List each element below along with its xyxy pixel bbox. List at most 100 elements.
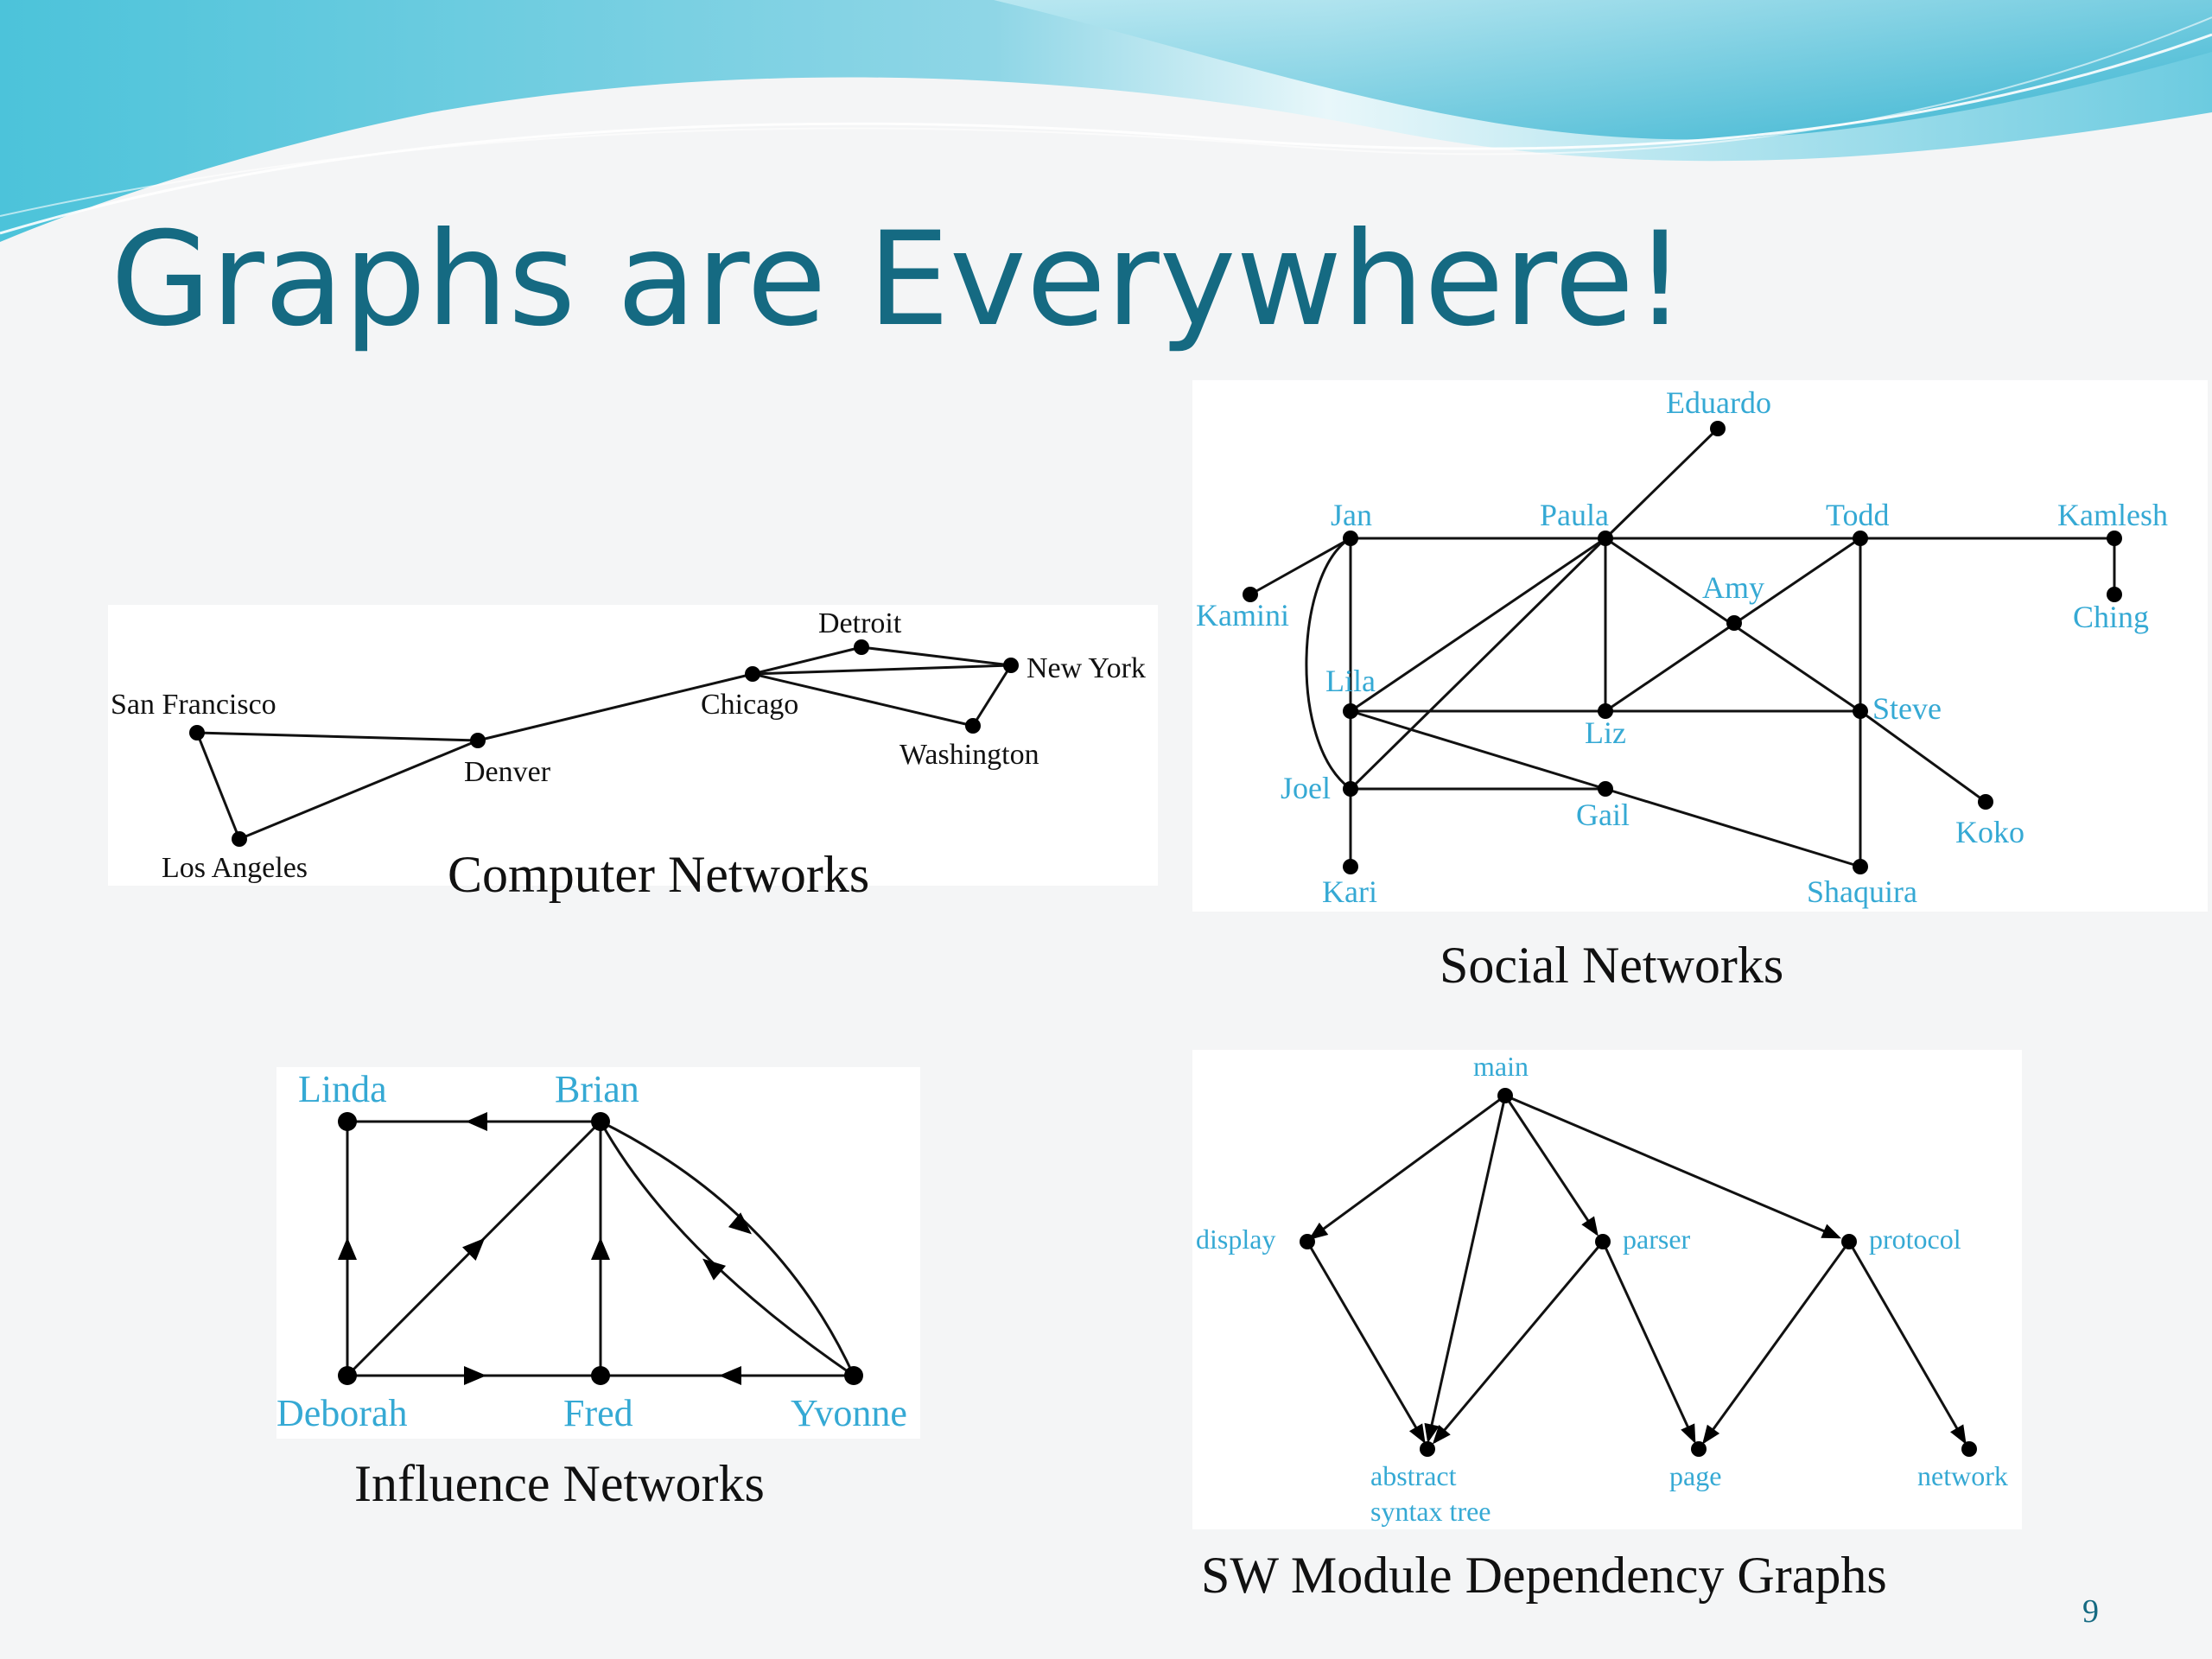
node-jan bbox=[1343, 531, 1358, 546]
edge-parser-page bbox=[1601, 1241, 1696, 1444]
arrowhead-deborah-brian bbox=[462, 1237, 486, 1261]
computer-networks-panel bbox=[108, 605, 1158, 886]
edge-main-parser bbox=[1503, 1095, 1599, 1236]
node-amy bbox=[1726, 615, 1742, 631]
edge-sf-la bbox=[195, 732, 241, 840]
node-paula bbox=[1598, 531, 1613, 546]
node-ching bbox=[2107, 587, 2122, 602]
label-los-angeles: Los Angeles bbox=[162, 852, 308, 884]
social-network-nodes bbox=[1243, 421, 2122, 874]
label-eduardo: Eduardo bbox=[1666, 385, 1771, 420]
edge-la-denver bbox=[238, 739, 479, 841]
sw-dependency-diagram: main display parser protocol abstract sy… bbox=[1192, 1050, 2022, 1604]
node-koko bbox=[1978, 794, 1993, 810]
node-network bbox=[1961, 1441, 1977, 1457]
edge-denver-chicago bbox=[477, 672, 753, 742]
edge-brian-yvonne bbox=[600, 1120, 855, 1376]
node-page bbox=[1691, 1441, 1707, 1457]
arrowhead-fred-brian bbox=[591, 1237, 610, 1260]
slide-title: Graphs are Everywhere! bbox=[111, 205, 1686, 355]
node-shaquira bbox=[1853, 859, 1868, 874]
edge-main-protocol bbox=[1504, 1094, 1842, 1239]
edge-yvonne-brian bbox=[599, 1121, 855, 1377]
label-chicago: Chicago bbox=[701, 689, 798, 721]
node-abstract-syntax-tree bbox=[1420, 1441, 1435, 1457]
caption-social-networks: Social Networks bbox=[1440, 937, 1783, 994]
label-shaquira: Shaquira bbox=[1807, 874, 1917, 909]
node-brian bbox=[591, 1112, 610, 1131]
label-gail: Gail bbox=[1576, 798, 1630, 832]
label-brian: Brian bbox=[555, 1068, 639, 1110]
node-joel bbox=[1343, 781, 1358, 797]
sw-dependency-nodes bbox=[1300, 1088, 1977, 1457]
label-ching: Ching bbox=[2073, 600, 2149, 634]
label-kari: Kari bbox=[1322, 874, 1377, 909]
label-liz: Liz bbox=[1585, 715, 1626, 750]
edge-lila-gail bbox=[1350, 709, 1606, 791]
edge-chicago-detroit bbox=[752, 645, 862, 676]
label-abstract: abstract bbox=[1370, 1460, 1457, 1491]
edge-gail-shaquira bbox=[1605, 787, 1861, 868]
node-fred bbox=[591, 1366, 610, 1385]
label-kamlesh: Kamlesh bbox=[2057, 498, 2168, 532]
arrowhead-deborah-fred bbox=[464, 1366, 486, 1385]
caption-sw-module-dependency: SW Module Dependency Graphs bbox=[1201, 1547, 1887, 1604]
edge-paula-lila bbox=[1350, 537, 1606, 713]
node-denver bbox=[470, 733, 486, 748]
label-joel: Joel bbox=[1281, 771, 1331, 805]
label-san-francisco: San Francisco bbox=[111, 689, 276, 721]
edge-paula-joel bbox=[1349, 537, 1607, 791]
node-main bbox=[1497, 1088, 1513, 1103]
label-deborah: Deborah bbox=[276, 1392, 408, 1434]
label-fred: Fred bbox=[563, 1392, 633, 1434]
node-kari bbox=[1343, 859, 1358, 874]
edge-jan-kamini bbox=[1249, 537, 1351, 596]
label-koko: Koko bbox=[1955, 815, 2024, 849]
node-new-york bbox=[1003, 658, 1019, 673]
label-protocol: protocol bbox=[1869, 1224, 1961, 1255]
node-lila bbox=[1343, 703, 1358, 719]
computer-network-edges bbox=[195, 645, 1013, 841]
edge-detroit-newyork bbox=[861, 645, 1012, 667]
label-amy: Amy bbox=[1702, 570, 1764, 605]
label-syntax-tree: syntax tree bbox=[1370, 1496, 1491, 1527]
node-kamini bbox=[1243, 587, 1258, 602]
edge-steve-koko bbox=[1859, 709, 1986, 804]
influence-networks-diagram: Linda Brian Deborah Fred Yvonne Influenc… bbox=[276, 1067, 920, 1512]
node-eduardo bbox=[1710, 421, 1726, 436]
label-kamini: Kamini bbox=[1196, 598, 1289, 632]
node-los-angeles bbox=[232, 831, 247, 847]
label-display: display bbox=[1196, 1224, 1275, 1255]
sw-dependency-panel bbox=[1192, 1050, 2022, 1529]
edge-protocol-page bbox=[1702, 1241, 1851, 1445]
label-main: main bbox=[1473, 1051, 1529, 1082]
page-number: 9 bbox=[2082, 1593, 2099, 1630]
node-gail bbox=[1598, 781, 1613, 797]
arrowhead-deborah-linda bbox=[338, 1237, 357, 1260]
arrowhead-brian-linda bbox=[466, 1112, 487, 1131]
node-steve bbox=[1853, 703, 1868, 719]
label-lila: Lila bbox=[1325, 664, 1376, 698]
edge-jan-joel-curve bbox=[1305, 537, 1351, 791]
edge-sf-denver bbox=[196, 731, 479, 742]
edge-protocol-network bbox=[1847, 1241, 1967, 1445]
edge-paula-eduardo bbox=[1604, 427, 1719, 540]
edge-chicago-washington bbox=[752, 672, 974, 728]
social-networks-diagram: Eduardo Jan Paula Todd Kamlesh Kamini Am… bbox=[1192, 380, 2208, 994]
label-linda: Linda bbox=[298, 1068, 387, 1110]
node-san-francisco bbox=[189, 725, 205, 741]
node-liz bbox=[1598, 703, 1613, 719]
influence-network-nodes bbox=[338, 1112, 863, 1385]
computer-networks-diagram: San Francisco Los Angeles Denver Chicago… bbox=[108, 605, 1158, 903]
label-todd: Todd bbox=[1826, 498, 1889, 532]
node-washington bbox=[965, 718, 981, 734]
caption-influence-networks: Influence Networks bbox=[354, 1455, 765, 1512]
label-steve: Steve bbox=[1872, 691, 1942, 726]
header-banner bbox=[0, 0, 2212, 242]
edge-main-display bbox=[1308, 1094, 1506, 1240]
node-yvonne bbox=[844, 1366, 863, 1385]
node-chicago bbox=[745, 666, 760, 682]
node-detroit bbox=[854, 639, 869, 655]
label-page: page bbox=[1669, 1460, 1721, 1491]
